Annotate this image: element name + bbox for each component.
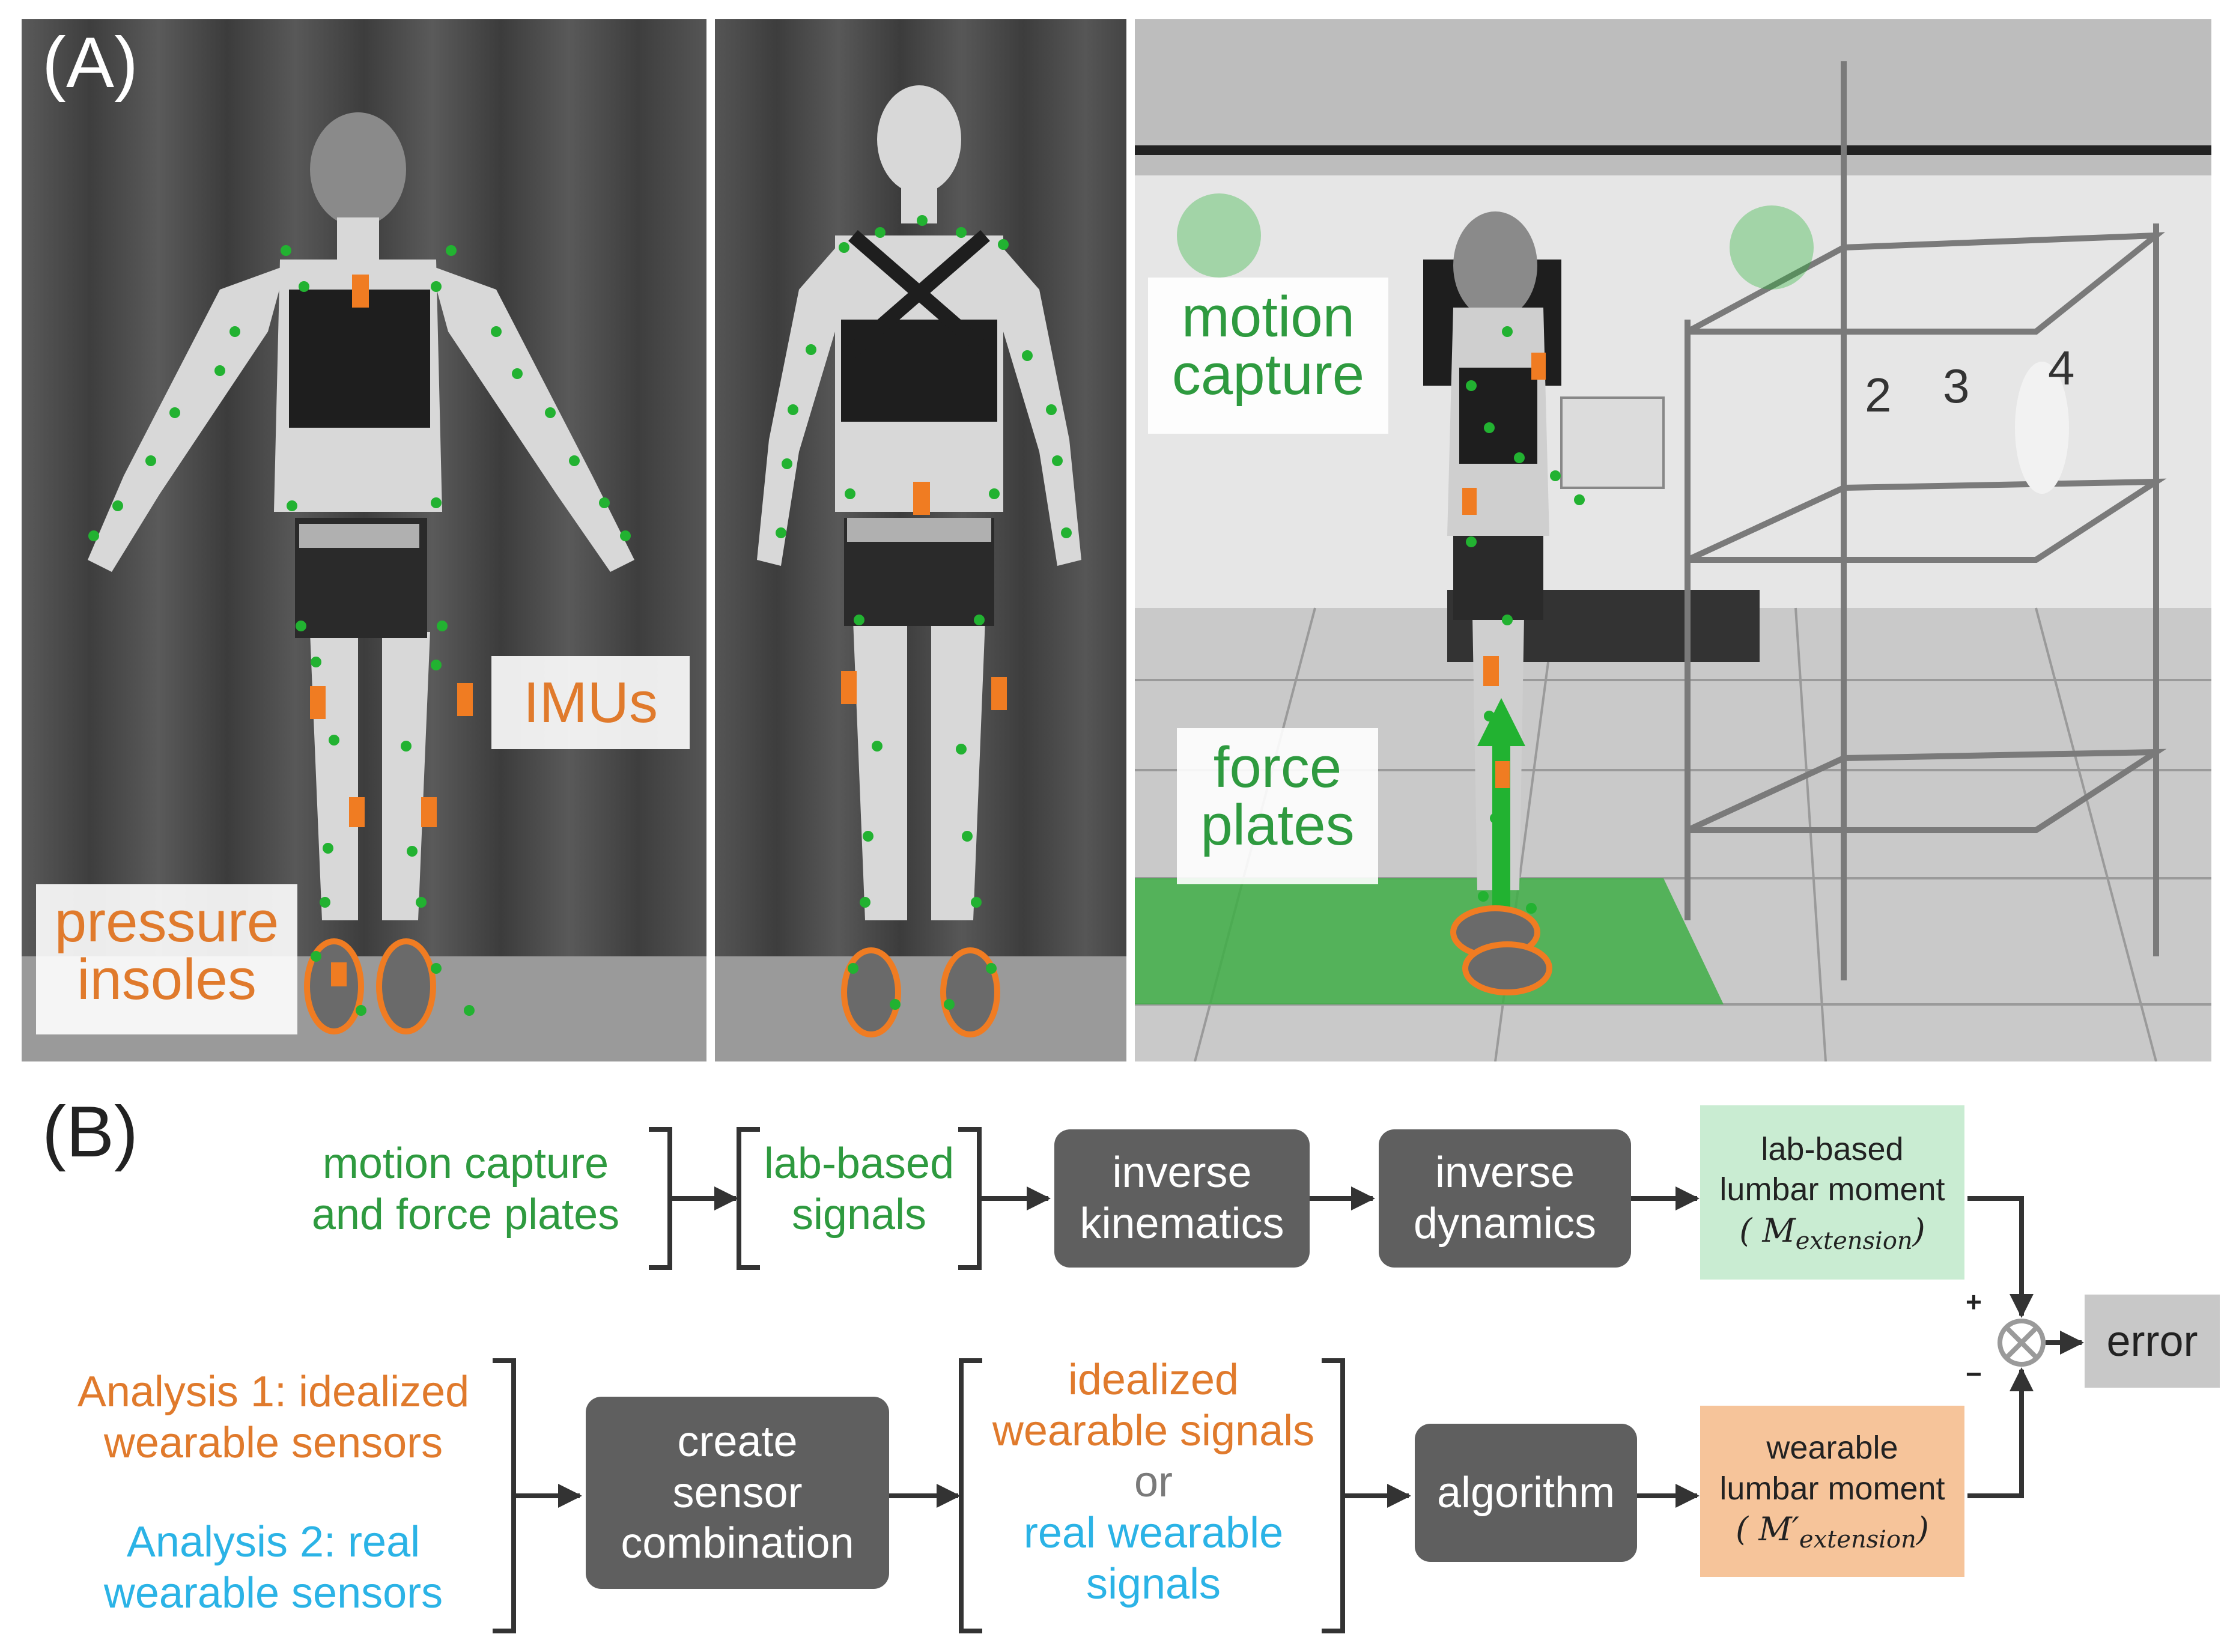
motion-capture-line2: capture [1171, 342, 1365, 407]
back-view-illustration [715, 19, 1126, 1061]
or-text: or [1134, 1457, 1173, 1506]
error-label: error [2106, 1317, 2198, 1365]
shelf-number-3: 3 [1943, 359, 1970, 413]
analysis1-text: Analysis 1: idealized wearable sensors [54, 1367, 493, 1469]
wearable-signals-text: idealized wearable signals or real weara… [967, 1355, 1340, 1610]
pressure-insoles-line1: pressure [54, 890, 279, 954]
analysis2-line2: wearable sensors [103, 1568, 443, 1617]
minus-sign: − [1966, 1358, 1982, 1389]
source-lab-text: motion capture and force plates [282, 1138, 649, 1241]
lab-signals-line2: signals [791, 1190, 927, 1239]
lab-moment-box: lab-based lumbar moment ( Mextension) [1700, 1105, 1964, 1280]
force-plates-label: force plates [1177, 728, 1378, 884]
photo-lab-view: 2 3 4 motion capture force plates [1135, 19, 2211, 1061]
idealized-signals-line2: wearable signals [992, 1406, 1315, 1455]
idealized-signals-line1: idealized [1068, 1356, 1239, 1404]
lab-signals-text: lab-based signals [745, 1138, 973, 1241]
inverse-kinematics-box: inverse kinematics [1054, 1129, 1310, 1268]
motion-capture-label: motion capture [1148, 278, 1388, 434]
inverse-dynamics-box: inverse dynamics [1379, 1129, 1631, 1268]
sensor-combination-line2: sensor [672, 1468, 803, 1517]
lab-moment-symbol: ( Mextension) [1739, 1211, 1925, 1255]
inverse-dynamics-line2: dynamics [1413, 1200, 1597, 1248]
real-signals-line1: real wearable [1023, 1508, 1284, 1557]
analysis2-text: Analysis 2: real wearable sensors [54, 1517, 493, 1619]
sensor-combination-line1: create [677, 1417, 798, 1466]
shelf-number-2: 2 [1865, 368, 1892, 422]
real-signals-line2: signals [1086, 1559, 1221, 1608]
wearable-moment-line2: lumbar moment [1719, 1470, 1945, 1507]
imus-label: IMUs [491, 656, 690, 749]
wearable-moment-line1: wearable [1766, 1430, 1898, 1466]
imus-label-text: IMUs [523, 670, 658, 735]
photo-back-view [715, 19, 1126, 1061]
sensor-combination-box: create sensor combination [586, 1397, 889, 1589]
force-plates-line2: plates [1200, 793, 1355, 857]
source-lab-line1: motion capture [322, 1140, 609, 1188]
error-box: error [2085, 1295, 2220, 1388]
lab-moment-line1: lab-based [1761, 1131, 1904, 1167]
source-lab-line2: and force plates [311, 1190, 620, 1239]
lab-moment-line2: lumbar moment [1719, 1171, 1945, 1208]
plus-sign: + [1966, 1286, 1982, 1317]
shelf-number-4: 4 [2048, 341, 2075, 395]
wearable-moment-box: wearable lumbar moment ( M′extension) [1700, 1406, 1964, 1577]
force-plates-line1: force [1213, 735, 1342, 800]
sensor-combination-line3: combination [621, 1519, 854, 1568]
inverse-kinematics-line1: inverse [1112, 1149, 1252, 1197]
summation-node [1998, 1319, 2046, 1367]
panel-a-letter: (A) [42, 22, 138, 103]
lab-signals-line1: lab-based [764, 1140, 955, 1188]
algorithm-label: algorithm [1436, 1468, 1615, 1517]
algorithm-box: algorithm [1415, 1424, 1637, 1562]
bracket-signals-left [737, 1127, 760, 1270]
bracket-analysis-right [493, 1358, 516, 1633]
photo-front-view: IMUs pressure insoles [22, 19, 706, 1061]
wearable-moment-symbol: ( M′extension) [1736, 1510, 1929, 1553]
analysis1-line1: Analysis 1: idealized [77, 1368, 470, 1416]
analysis2-line1: Analysis 2: real [126, 1518, 421, 1566]
bracket-source-right [649, 1127, 672, 1270]
inverse-dynamics-line1: inverse [1435, 1149, 1575, 1197]
inverse-kinematics-line2: kinematics [1080, 1200, 1284, 1248]
panel-b-letter: (B) [42, 1092, 138, 1172]
analysis1-line2: wearable sensors [103, 1418, 443, 1467]
pressure-insoles-line2: insoles [77, 947, 257, 1012]
motion-capture-line1: motion [1181, 285, 1355, 349]
bracket-sig-left [959, 1358, 982, 1633]
pressure-insoles-label: pressure insoles [36, 884, 297, 1034]
